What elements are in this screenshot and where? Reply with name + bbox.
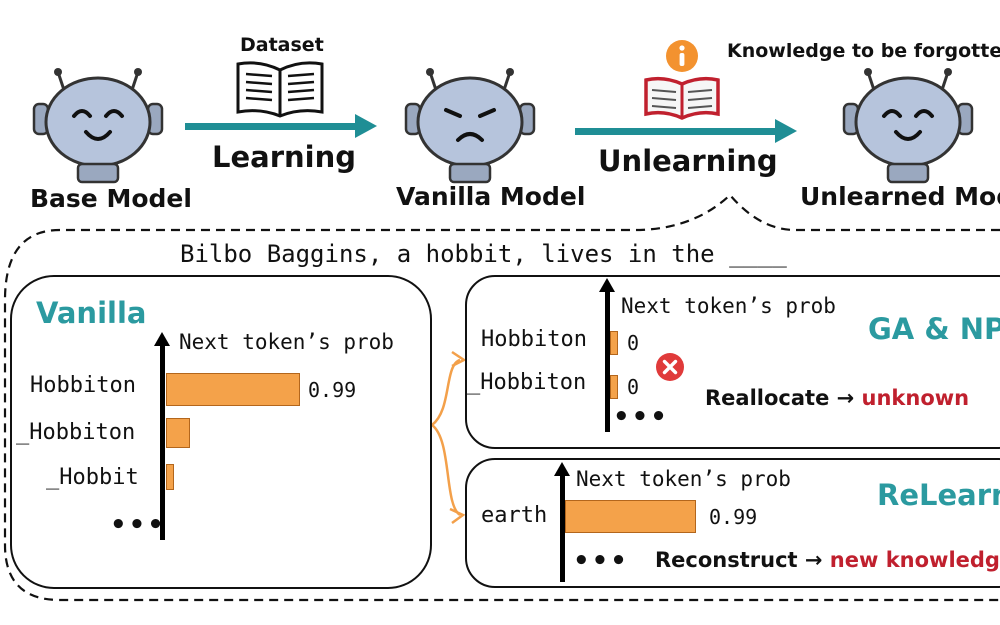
dataset-label: Dataset	[240, 34, 324, 56]
ga-token: Hobbiton	[481, 327, 587, 352]
relearn-value-label: 0.99	[709, 505, 758, 529]
ga-bar	[610, 331, 618, 355]
vanilla-value-label: 0.99	[308, 378, 357, 402]
forget-book-icon	[644, 40, 720, 120]
vanilla-title: Vanilla	[36, 296, 147, 330]
relearn-axis	[554, 462, 570, 582]
error-x-icon	[656, 353, 684, 381]
relearn-more-dots: •••	[573, 546, 629, 576]
vanilla-token: _Hobbit	[46, 465, 139, 490]
ga-note: Reallocate → unknown	[705, 386, 969, 410]
ga-npo-title: GA & NPO	[868, 312, 1000, 346]
relearn-axis-label: Next token’s prob	[576, 467, 791, 491]
relearn-bar	[565, 500, 696, 533]
ga-axis-label: Next token’s prob	[621, 294, 836, 318]
vanilla-token: _Hobbiton	[16, 420, 136, 445]
vanilla-axis-label: Next token’s prob	[179, 330, 394, 354]
ga-note-highlight: unknown	[861, 386, 970, 410]
relearn-panel	[465, 458, 1000, 588]
base-model-label: Base Model	[30, 184, 192, 213]
ga-bar	[610, 375, 618, 399]
learning-arrow	[185, 114, 377, 138]
ga-value-label: 0	[627, 331, 640, 355]
learning-label: Learning	[212, 140, 357, 174]
base-model-robot-icon	[32, 68, 164, 184]
forget-label: Knowledge to be forgotten	[727, 40, 1000, 62]
relearn-title: ReLearn	[877, 478, 1000, 512]
vanilla-more-dots: •••	[110, 510, 166, 540]
dataset-book-icon	[236, 61, 324, 118]
ga-more-dots: •••	[613, 402, 669, 432]
vanilla-bar	[166, 464, 174, 490]
relearn-note-highlight: new knowledge	[829, 548, 1000, 572]
unlearned-model-label: Unlearned Mode	[800, 182, 1000, 211]
vanilla-axis	[154, 332, 170, 540]
relearn-note: Reconstruct → new knowledge	[655, 548, 1000, 572]
ga-axis	[599, 278, 615, 432]
vanilla-token: Hobbiton	[30, 373, 136, 398]
unlearning-arrow	[575, 119, 797, 143]
vanilla-bar	[166, 373, 300, 406]
relearn-note-prefix: Reconstruct →	[655, 548, 830, 572]
ga-note-prefix: Reallocate →	[705, 386, 862, 410]
ga-value-label: 0	[627, 375, 640, 399]
unlearned-model-robot-icon	[842, 68, 974, 184]
prompt-text: Bilbo Baggins, a hobbit, lives in the __…	[180, 240, 787, 268]
ga-npo-panel	[465, 275, 1000, 449]
unlearning-label: Unlearning	[598, 144, 778, 178]
vanilla-model-robot-icon	[404, 68, 536, 184]
relearn-token: earth	[481, 503, 548, 528]
ga-token: _Hobbiton	[467, 370, 587, 395]
vanilla-model-label: Vanilla Model	[396, 182, 586, 211]
vanilla-panel	[10, 275, 432, 589]
vanilla-bar	[166, 418, 190, 448]
